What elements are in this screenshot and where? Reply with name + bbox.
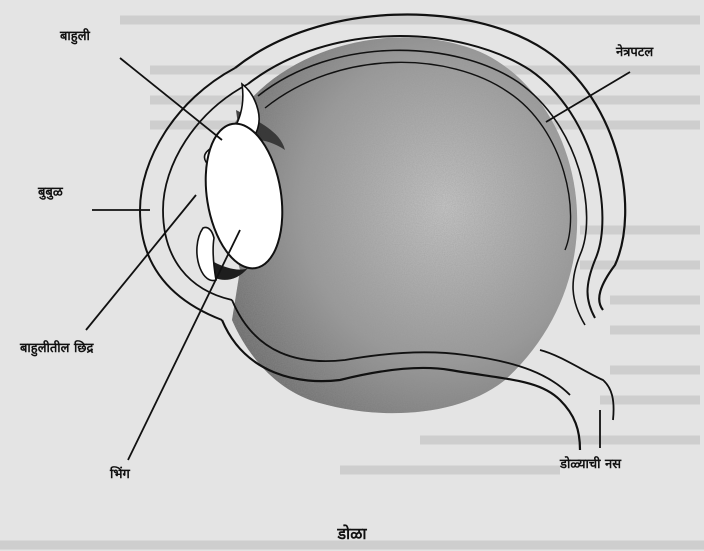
label-optic-nerve: डोळ्याची नस <box>560 458 621 471</box>
caption: डोळा <box>0 522 704 544</box>
label-retina: नेत्रपटल <box>616 46 653 59</box>
label-lens: भिंग <box>110 468 130 481</box>
leader-lens <box>128 230 240 460</box>
label-pupil: बाहुलीतील छिद्र <box>20 342 93 355</box>
label-cornea: बुबुळ <box>38 186 63 199</box>
label-iris: बाहुली <box>60 30 90 43</box>
iris-lower <box>197 227 216 280</box>
optic-nerve-inner-line <box>540 350 614 420</box>
